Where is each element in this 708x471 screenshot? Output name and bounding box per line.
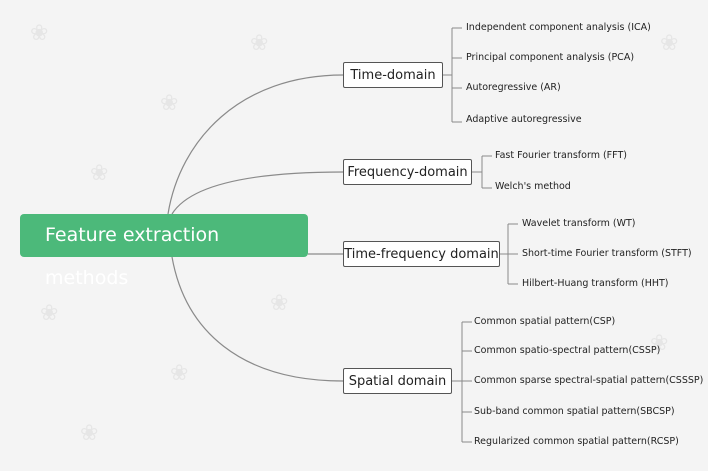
leaf-csssp[interactable]: Common sparse spectral-spatial pattern(C… <box>474 375 704 386</box>
flower-watermark-icon: ❀ <box>160 90 179 115</box>
flower-watermark-icon: ❀ <box>270 290 289 315</box>
connector-time-domain-bracket <box>443 27 462 123</box>
connector-frequency-domain-bracket <box>472 155 492 189</box>
flower-watermark-icon: ❀ <box>90 160 109 185</box>
connector-root-time-domain <box>167 74 344 215</box>
branch-spatial-domain[interactable]: Spatial domain <box>343 368 452 394</box>
leaf-rcsp[interactable]: Regularized common spatial pattern(RCSP) <box>474 436 679 447</box>
connector-root-frequency-domain <box>171 171 344 215</box>
leaf-hht[interactable]: Hilbert-Huang transform (HHT) <box>522 278 669 289</box>
flower-watermark-icon: ❀ <box>80 420 99 445</box>
leaf-stft[interactable]: Short-time Fourier transform (STFT) <box>522 248 692 259</box>
leaf-welch[interactable]: Welch's method <box>495 181 571 192</box>
flower-watermark-icon: ❀ <box>40 300 59 325</box>
leaf-cssp[interactable]: Common spatio-spectral pattern(CSSP) <box>474 345 661 356</box>
leaf-wt[interactable]: Wavelet transform (WT) <box>522 218 636 229</box>
branch-time-domain[interactable]: Time-domain <box>343 62 443 88</box>
flower-watermark-icon: ❀ <box>30 20 49 45</box>
leaf-csp[interactable]: Common spatial pattern(CSP) <box>474 316 616 327</box>
branch-time-frequency-domain[interactable]: Time-frequency domain <box>343 241 500 267</box>
connector-spatial-domain-bracket <box>452 321 472 443</box>
flower-watermark-icon: ❀ <box>250 30 269 55</box>
leaf-adaptive-ar[interactable]: Adaptive autoregressive <box>466 114 582 125</box>
leaf-ar[interactable]: Autoregressive (AR) <box>466 82 561 93</box>
leaf-pca[interactable]: Principal component analysis (PCA) <box>466 52 635 63</box>
leaf-fft[interactable]: Fast Fourier transform (FFT) <box>495 150 627 161</box>
connector-time-frequency-bracket <box>500 223 518 285</box>
flower-watermark-icon: ❀ <box>650 330 669 355</box>
flower-watermark-icon: ❀ <box>170 360 189 385</box>
connector-root-spatial-domain <box>171 256 344 382</box>
branch-frequency-domain[interactable]: Frequency-domain <box>343 159 472 185</box>
leaf-sbcsp[interactable]: Sub-band common spatial pattern(SBCSP) <box>474 406 675 417</box>
flower-watermark-icon: ❀ <box>660 30 679 55</box>
root-node[interactable]: Feature extraction methods <box>20 214 308 289</box>
leaf-ica[interactable]: Independent component analysis (ICA) <box>466 22 651 33</box>
